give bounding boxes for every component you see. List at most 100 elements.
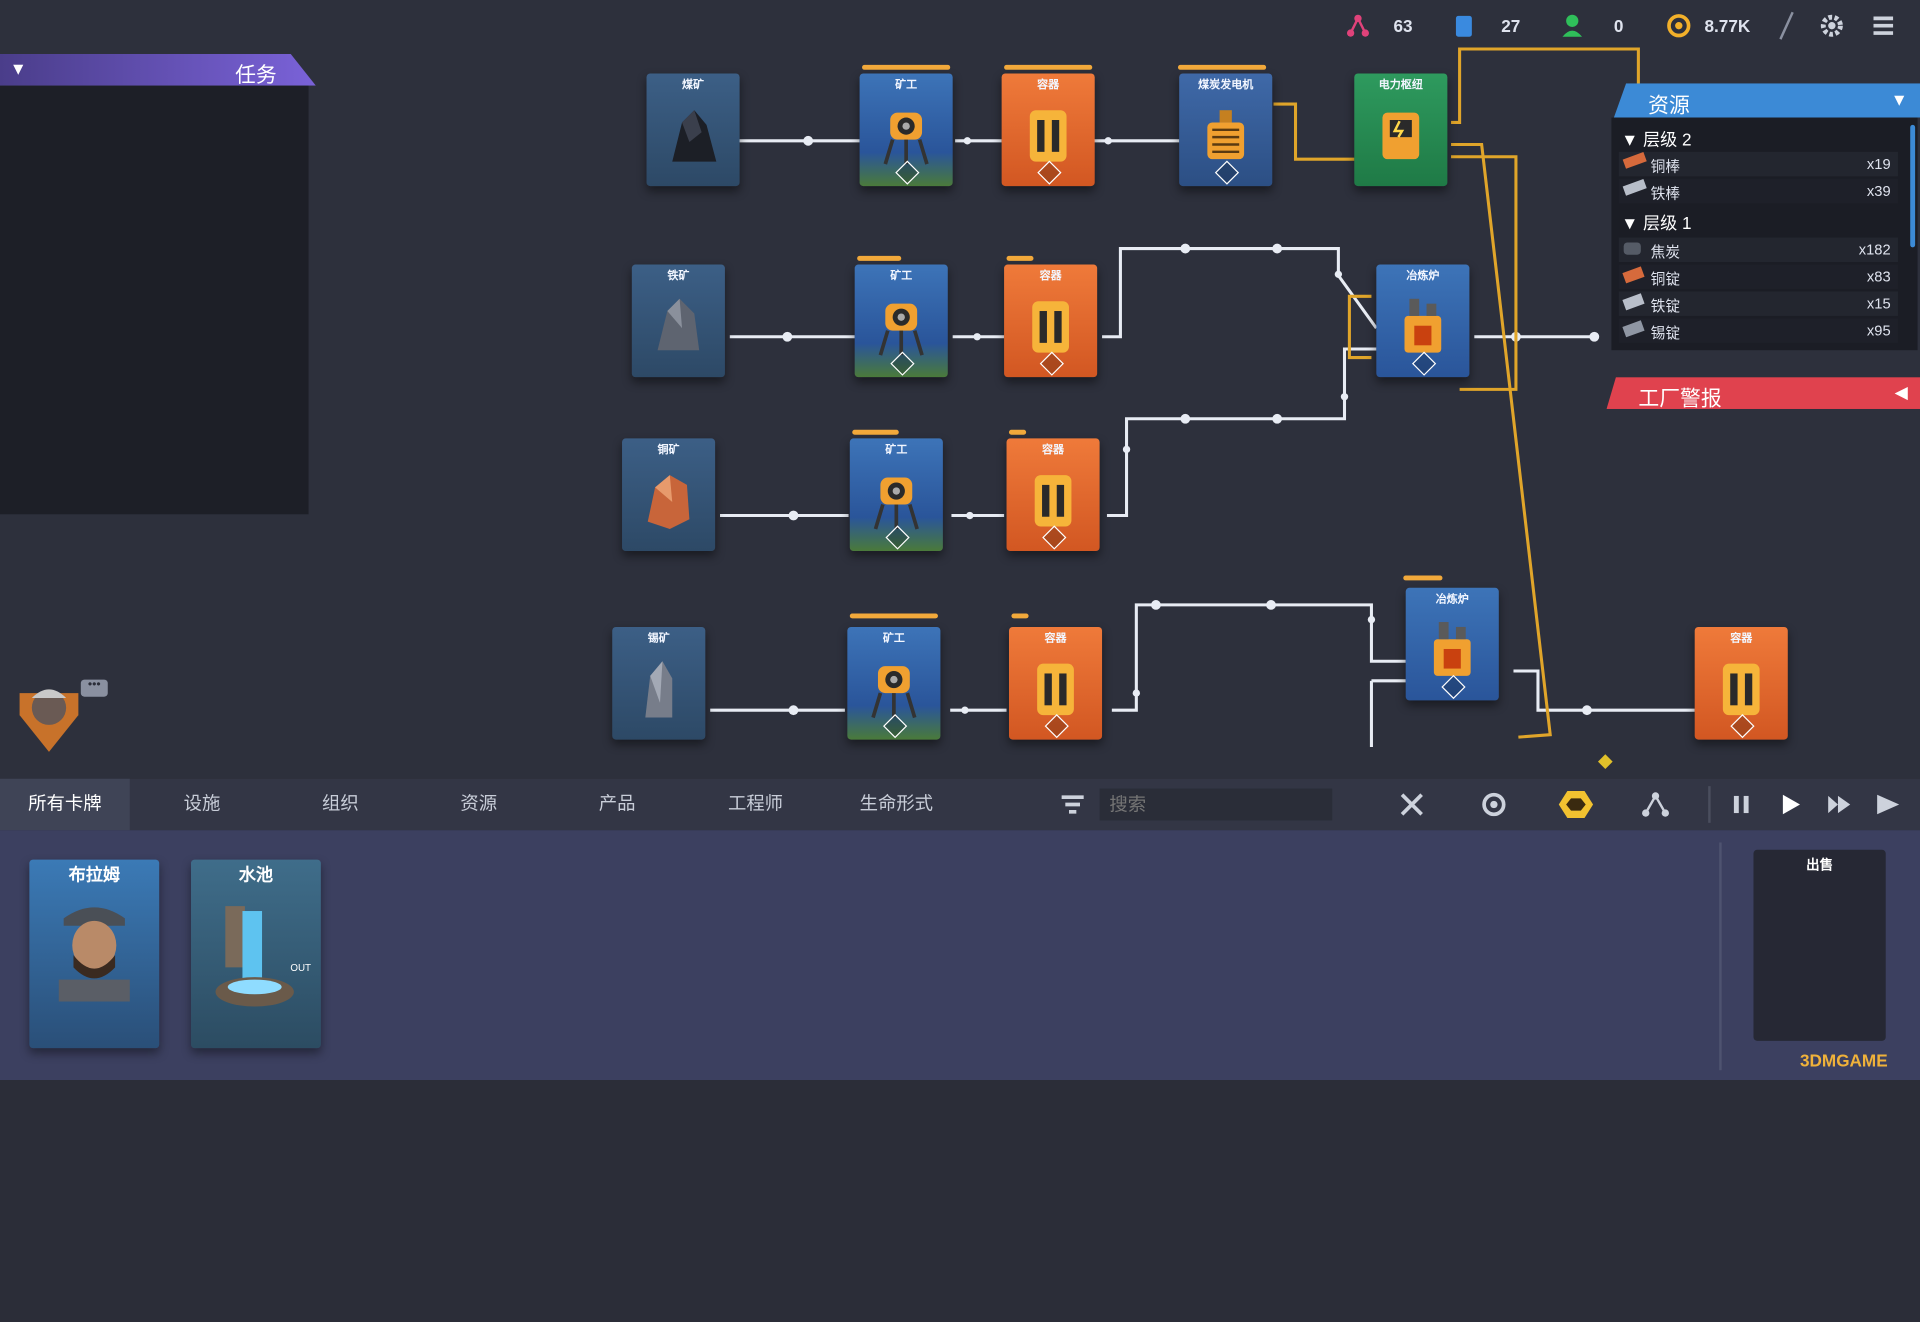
alert-title: 工厂警报 bbox=[1638, 386, 1722, 411]
fast-forward-icon[interactable] bbox=[1825, 790, 1857, 819]
card-title: 矿工 bbox=[885, 443, 908, 456]
container-card[interactable]: 容器 bbox=[1004, 264, 1098, 378]
progress-bar bbox=[1177, 64, 1267, 70]
miner-card[interactable]: 矿工 bbox=[847, 626, 941, 740]
tab-products[interactable]: 产品 bbox=[598, 793, 636, 815]
power-hub-icon bbox=[1369, 96, 1433, 174]
resource-row[interactable]: 焦炭 x182 bbox=[1618, 237, 1898, 263]
toolbar-divider bbox=[1708, 786, 1711, 823]
card-title: 矿工 bbox=[890, 269, 913, 282]
coke-icon bbox=[1623, 242, 1641, 255]
miner-card[interactable]: 矿工 bbox=[849, 438, 943, 552]
card-title: 铜矿 bbox=[657, 443, 680, 456]
factory-board[interactable]: 煤矿 矿工 容器 煤炭发电机 电力枢纽 铁矿 bbox=[0, 0, 1920, 779]
tab-engineers[interactable]: 工程师 bbox=[727, 793, 784, 815]
menu-hamburger-icon[interactable] bbox=[1869, 11, 1898, 40]
miner-card[interactable]: 矿工 bbox=[854, 264, 948, 378]
resource-row[interactable]: 铜棒 x19 bbox=[1618, 151, 1898, 177]
progress-bar bbox=[1011, 613, 1029, 619]
card-title: 锡矿 bbox=[647, 631, 670, 645]
resources-list: ▼ 层级 2 铜棒 x19 铁棒 x39 ▼ 层级 1 焦炭 x182 铜锭 x… bbox=[1611, 117, 1918, 351]
tab-facilities[interactable]: 设施 bbox=[183, 793, 221, 815]
iron-ore-card[interactable]: 铁矿 bbox=[631, 264, 725, 378]
card-title: 冶炼炉 bbox=[1406, 269, 1440, 282]
container-card[interactable]: 容器 bbox=[1694, 626, 1788, 740]
card-title: 冶炼炉 bbox=[1435, 592, 1469, 605]
robot-gear-icon[interactable] bbox=[1477, 790, 1511, 819]
container-card[interactable]: 容器 bbox=[1006, 438, 1100, 552]
expand-triangle-icon[interactable]: ◀ bbox=[1894, 382, 1908, 402]
resources-header[interactable]: 资源 ▼ bbox=[1613, 83, 1920, 118]
filter-icon[interactable] bbox=[1058, 790, 1087, 819]
water-pool-card[interactable]: 水池 OUT bbox=[191, 859, 321, 1049]
tab-all-cards[interactable]: 所有卡牌 bbox=[0, 778, 130, 831]
collapse-triangle-icon[interactable]: ▼ bbox=[9, 58, 27, 79]
stat-workers: 0 bbox=[1560, 10, 1623, 42]
resources-title: 资源 bbox=[1648, 94, 1690, 118]
sell-label: 出售 bbox=[1806, 858, 1834, 874]
progress-bar bbox=[849, 613, 938, 619]
copper-ore-card[interactable]: 铜矿 bbox=[622, 438, 716, 552]
furnace-icon bbox=[1420, 610, 1484, 688]
engineer-card-bram[interactable]: 布拉姆 bbox=[29, 859, 160, 1049]
tab-resources[interactable]: 资源 bbox=[460, 793, 498, 815]
coal-ore-card[interactable]: 煤矿 bbox=[646, 73, 740, 187]
factory-alert-bar[interactable]: 工厂警报 ◀ bbox=[1606, 377, 1920, 411]
copper-ingot-icon bbox=[1622, 266, 1645, 284]
container-card[interactable]: 容器 bbox=[1008, 626, 1103, 740]
tier-1-header[interactable]: ▼ 层级 1 bbox=[1621, 213, 1692, 233]
search-input[interactable] bbox=[1099, 788, 1333, 821]
miner-robot-icon bbox=[862, 649, 926, 727]
container-icon bbox=[1016, 96, 1080, 174]
advisor-avatar[interactable] bbox=[17, 681, 81, 754]
tin-ore-icon bbox=[627, 649, 691, 727]
resource-row[interactable]: 铁棒 x39 bbox=[1618, 178, 1898, 204]
hexagon-highlight-icon[interactable] bbox=[1558, 789, 1595, 821]
card-title: 容器 bbox=[1730, 631, 1753, 645]
progress-bar bbox=[857, 255, 902, 261]
card-title: 煤炭发电机 bbox=[1198, 78, 1254, 91]
coal-generator-card[interactable]: 煤炭发电机 bbox=[1179, 73, 1273, 187]
tools-icon[interactable] bbox=[1396, 790, 1430, 819]
scrollbar[interactable] bbox=[1910, 124, 1916, 248]
play-icon[interactable] bbox=[1776, 790, 1805, 819]
card-title: 容器 bbox=[1037, 78, 1060, 91]
mission-panel: ▼ 任务 bbox=[0, 53, 316, 515]
miner-card[interactable]: 矿工 bbox=[859, 73, 953, 187]
sell-zone[interactable]: 出售 bbox=[1753, 849, 1886, 1041]
card-title: 矿工 bbox=[895, 78, 918, 91]
card-title: 布拉姆 bbox=[68, 864, 121, 885]
iron-ingot-icon bbox=[1622, 293, 1645, 311]
card-title: 容器 bbox=[1039, 269, 1062, 282]
container-icon bbox=[1709, 649, 1773, 727]
miner-robot-icon bbox=[869, 287, 933, 365]
smelter-card[interactable]: 冶炼炉 bbox=[1376, 264, 1470, 378]
progress-bar bbox=[852, 429, 899, 435]
network-tree-icon[interactable] bbox=[1638, 790, 1672, 819]
resource-row[interactable]: 铁锭 x15 bbox=[1618, 291, 1898, 316]
chat-bubble-icon[interactable]: ••• bbox=[80, 679, 108, 697]
mission-header[interactable]: ▼ 任务 bbox=[0, 53, 316, 86]
fastest-forward-icon[interactable] bbox=[1873, 790, 1905, 819]
settings-gear-icon[interactable] bbox=[1817, 11, 1846, 40]
tab-life-forms[interactable]: 生命形式 bbox=[859, 793, 934, 815]
resource-row[interactable]: 锡锭 x95 bbox=[1618, 318, 1898, 343]
card-title: 水池 bbox=[238, 864, 274, 885]
watermark: 3DMGAME bbox=[1800, 1050, 1888, 1071]
tab-organization[interactable]: 组织 bbox=[322, 793, 359, 815]
container-icon bbox=[1024, 649, 1088, 727]
tin-ingot-icon bbox=[1622, 320, 1645, 338]
iron-ore-icon bbox=[647, 287, 711, 365]
coal-icon bbox=[661, 96, 725, 174]
smelter-card[interactable]: 冶炼炉 bbox=[1405, 587, 1499, 701]
tier-2-header[interactable]: ▼ 层级 2 bbox=[1621, 129, 1692, 150]
pause-icon[interactable] bbox=[1727, 790, 1756, 819]
stat-money: 8.77K bbox=[1665, 10, 1750, 42]
tray-divider bbox=[1719, 842, 1722, 1071]
collapse-triangle-icon[interactable]: ▼ bbox=[1890, 89, 1908, 109]
progress-bar bbox=[1004, 64, 1093, 70]
container-card[interactable]: 容器 bbox=[1001, 73, 1095, 187]
power-pivot-card[interactable]: 电力枢纽 bbox=[1354, 73, 1448, 187]
tin-ore-card[interactable]: 锡矿 bbox=[612, 626, 706, 740]
resource-row[interactable]: 铜锭 x83 bbox=[1618, 264, 1898, 289]
